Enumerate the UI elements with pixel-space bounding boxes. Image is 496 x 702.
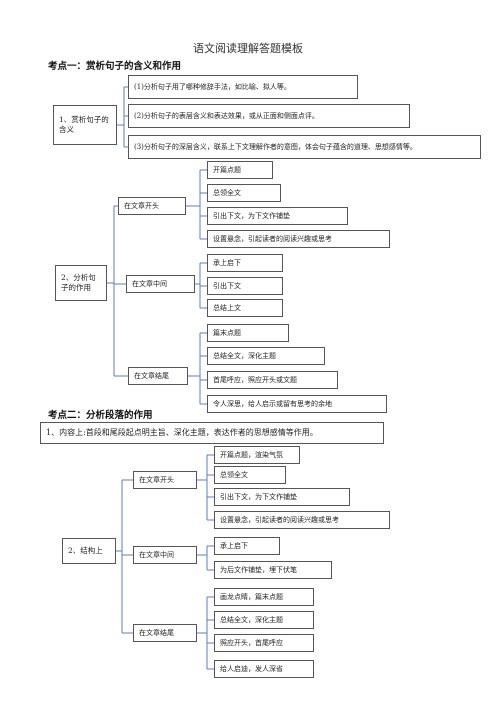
part2-start-item-4: 设置悬念，引起读者的阅读兴趣或思考 [207, 230, 390, 248]
structure-start-item-3: 引出下文，为下文作铺垫 [214, 488, 350, 506]
part2-group-start: 在文章开头 [118, 197, 186, 215]
part2-end-item-4: 令人深思，给人启示或留有思考的余地 [207, 395, 387, 413]
part2-group-end: 在文章结尾 [128, 367, 188, 385]
part1-label: 1、赏析句子的含义 [53, 105, 117, 145]
section2-heading: 考点二：分析段落的作用 [48, 410, 153, 421]
structure-end-item-2: 总结全文，深化主题 [214, 611, 314, 629]
part1-item-2: (2)分析句子的表层含义和表达效果，或从正面和侧面点评。 [128, 104, 410, 128]
structure-group-middle: 在文章中间 [133, 546, 197, 564]
structure-start-item-2: 总领全文 [214, 466, 286, 484]
section1-heading: 考点一：赏析句子的含义和作用 [48, 61, 182, 72]
part2-group-middle: 在文章中间 [126, 275, 195, 293]
structure-middle-item-1: 承上启下 [214, 537, 280, 555]
structure-start-item-1: 开篇点题，渲染气氛 [214, 446, 300, 464]
part2-label: 2、分析句子的作用 [55, 265, 107, 301]
part1-item-1: (1)分析句子用了哪种修辞手法，如比喻、拟人等。 [128, 75, 358, 99]
part2-end-item-2: 总结全文，深化主题 [207, 347, 325, 365]
structure-label: 2、结构上 [62, 538, 116, 564]
part1-item-3: (3)分析句子的深层含义，联系上下文理解作者的意图，体会句子蕴含的道理、思想感情… [128, 135, 481, 159]
part2-middle-item-2: 引出下文 [207, 277, 283, 295]
structure-start-item-4: 设置悬念，引起读者的阅读兴趣或思考 [214, 511, 390, 529]
structure-group-end: 在文章结尾 [133, 624, 197, 642]
page-title: 语文阅读理解答题模板 [193, 42, 303, 55]
part2-end-item-3: 首尾呼应，照应开头或文题 [207, 371, 338, 389]
structure-end-item-4: 给人启迪，发人深省 [214, 660, 314, 678]
structure-end-item-1: 画龙点睛，篇末点题 [214, 588, 314, 606]
part2-start-item-3: 引出下文，为下文作铺垫 [207, 207, 348, 225]
structure-middle-item-2: 为后文作铺垫，埋下伏笔 [214, 561, 332, 579]
part2-start-item-2: 总领全文 [207, 184, 281, 202]
part2-middle-item-1: 承上启下 [207, 254, 283, 272]
structure-group-start: 在文章开头 [133, 471, 197, 489]
part2-end-item-1: 篇末点题 [207, 324, 289, 342]
part2-start-item-1: 开篇点题 [207, 161, 273, 179]
content-box: 1、内容上:首段和尾段起点明主旨、深化主题，表达作者的思想感情等作用。 [40, 422, 384, 444]
part2-middle-item-3: 总结上文 [207, 299, 283, 317]
structure-end-item-3: 照应开头，首尾呼应 [214, 634, 314, 652]
